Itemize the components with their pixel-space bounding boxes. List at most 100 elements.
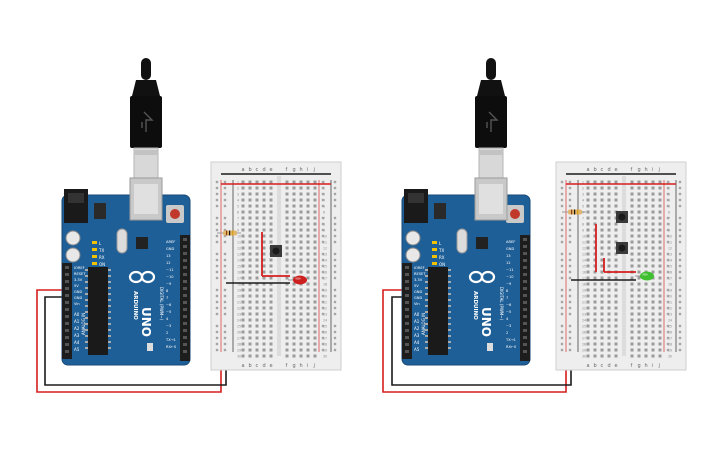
breadboard-hole[interactable] [607,264,611,268]
breadboard-hole[interactable] [593,252,597,256]
rail-hole[interactable] [568,186,572,190]
breadboard-hole[interactable] [658,234,662,238]
header-pin[interactable] [183,245,187,248]
breadboard-hole[interactable] [651,222,655,226]
breadboard-hole[interactable] [255,216,259,220]
breadboard-hole[interactable] [255,342,259,346]
breadboard-hole[interactable] [614,354,618,358]
rail-hole[interactable] [223,288,227,292]
rail-hole[interactable] [568,216,572,220]
breadboard-hole[interactable] [614,318,618,322]
breadboard-hole[interactable] [651,330,655,334]
breadboard-hole[interactable] [248,264,252,268]
breadboard-hole[interactable] [255,222,259,226]
rail-hole[interactable] [333,252,337,256]
breadboard-hole[interactable] [630,288,634,292]
breadboard-hole[interactable] [593,276,597,280]
breadboard-hole[interactable] [306,342,310,346]
breadboard-hole[interactable] [637,300,641,304]
breadboard-hole[interactable] [600,192,604,196]
header-pin[interactable] [183,301,187,304]
breadboard-hole[interactable] [313,180,317,184]
breadboard-hole[interactable] [262,306,266,310]
breadboard-hole[interactable] [285,354,289,358]
breadboard-hole[interactable] [248,318,252,322]
rail-hole[interactable] [321,342,325,346]
breadboard-hole[interactable] [586,342,590,346]
breadboard-hole[interactable] [285,318,289,322]
breadboard-hole[interactable] [630,222,634,226]
breadboard-hole[interactable] [651,306,655,310]
breadboard-hole[interactable] [586,240,590,244]
breadboard-hole[interactable] [658,264,662,268]
header-pin[interactable] [183,287,187,290]
rail-hole[interactable] [568,228,572,232]
rail-hole[interactable] [678,288,682,292]
rail-hole[interactable] [568,276,572,280]
breadboard-hole[interactable] [637,228,641,232]
breadboard-hole[interactable] [644,180,648,184]
breadboard-hole[interactable] [285,324,289,328]
rail-hole[interactable] [223,348,227,352]
header-pin[interactable] [65,301,69,304]
breadboard-hole[interactable] [269,282,273,286]
breadboard-hole[interactable] [292,354,296,358]
rail-hole[interactable] [666,276,670,280]
breadboard-hole[interactable] [600,330,604,334]
breadboard-hole[interactable] [600,348,604,352]
rail-hole[interactable] [568,240,572,244]
breadboard-hole[interactable] [269,324,273,328]
breadboard-hole[interactable] [248,234,252,238]
breadboard-hole[interactable] [637,342,641,346]
breadboard-hole[interactable] [658,300,662,304]
header-pin[interactable] [65,329,69,332]
breadboard-hole[interactable] [313,288,317,292]
breadboard-hole[interactable] [637,258,641,262]
header-pin[interactable] [65,315,69,318]
breadboard-hole[interactable] [600,270,604,274]
breadboard-hole[interactable] [255,312,259,316]
breadboard-hole[interactable] [262,234,266,238]
breadboard-hole[interactable] [658,336,662,340]
breadboard-hole[interactable] [644,228,648,232]
breadboard-hole[interactable] [313,336,317,340]
breadboard-hole[interactable] [248,258,252,262]
breadboard-hole[interactable] [644,300,648,304]
rail-hole[interactable] [678,348,682,352]
breadboard-hole[interactable] [658,276,662,280]
breadboard-hole[interactable] [607,288,611,292]
breadboard-hole[interactable] [241,186,245,190]
breadboard-hole[interactable] [614,330,618,334]
breadboard-hole[interactable] [241,282,245,286]
rail-hole[interactable] [568,306,572,310]
breadboard-hole[interactable] [614,276,618,280]
header-pin[interactable] [523,315,527,318]
breadboard-hole[interactable] [248,282,252,286]
breadboard-hole[interactable] [241,294,245,298]
rail-hole[interactable] [560,336,564,340]
breadboard-hole[interactable] [292,216,296,220]
breadboard-hole[interactable] [248,246,252,250]
breadboard-hole[interactable] [614,198,618,202]
breadboard-hole[interactable] [607,276,611,280]
breadboard-hole[interactable] [593,186,597,190]
breadboard-hole[interactable] [644,222,648,226]
breadboard-hole[interactable] [255,270,259,274]
breadboard-hole[interactable] [255,354,259,358]
header-pin[interactable] [183,259,187,262]
breadboard-hole[interactable] [241,228,245,232]
reset-button-cap[interactable] [170,209,180,219]
header-pin[interactable] [405,322,409,325]
breadboard-hole[interactable] [593,342,597,346]
breadboard-hole[interactable] [248,336,252,340]
breadboard-hole[interactable] [292,192,296,196]
breadboard-hole[interactable] [262,264,266,268]
breadboard-hole[interactable] [269,318,273,322]
breadboard-hole[interactable] [285,210,289,214]
rail-hole[interactable] [223,276,227,280]
breadboard-hole[interactable] [600,234,604,238]
rail-hole[interactable] [321,222,325,226]
rail-hole[interactable] [666,342,670,346]
breadboard-hole[interactable] [593,282,597,286]
rail-hole[interactable] [333,306,337,310]
